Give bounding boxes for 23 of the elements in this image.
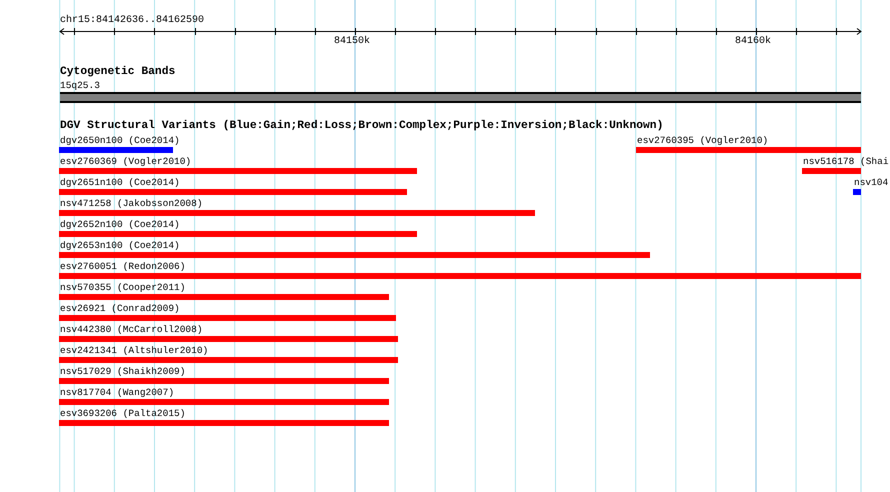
variant-label: esv2760395 (Vogler2010) [637,135,768,146]
variant-label: nsv817704 (Wang2007) [60,387,174,398]
variant-label: nsv516178 (Shai [803,156,889,167]
variant-label: esv2760369 (Vogler2010) [60,156,192,167]
band-label: 15q25.3 [60,80,100,91]
variant-label: esv2421341 (Altshuler2010) [60,345,208,356]
variant-label: nsv517029 (Shaikh2009) [60,366,186,377]
variant-label: dgv2653n100 (Coe2014) [60,240,180,251]
variant-label: esv2760051 (Redon2006) [60,261,186,272]
variant-label: dgv2652n100 (Coe2014) [60,219,180,230]
variant-label: dgv2650n100 (Coe2014) [60,135,180,146]
track-title: Cytogenetic Bands [60,67,176,78]
variant-label: esv26921 (Conrad2009) [60,303,180,314]
tick-label: 84150k [334,36,370,47]
variant-label: esv3693206 (Palta2015) [60,408,186,419]
variant-label: nsv442380 (McCarroll2008) [60,324,203,335]
variant-label: dgv2651n100 (Coe2014) [60,177,180,188]
coordinate-range: chr15:84142636..84162590 [60,15,204,26]
variant-label: nsv570355 (Cooper2011) [60,282,186,293]
track-title: DGV Structural Variants (Blue:Gain;Red:Loss;Brown:Complex;Purple:Inversion;Black:Unknown) [60,121,664,132]
tick-label: 84160k [734,36,771,47]
variant-label: nsv104 [854,177,888,188]
variant-label: nsv471258 (Jakobsson2008) [60,198,203,209]
